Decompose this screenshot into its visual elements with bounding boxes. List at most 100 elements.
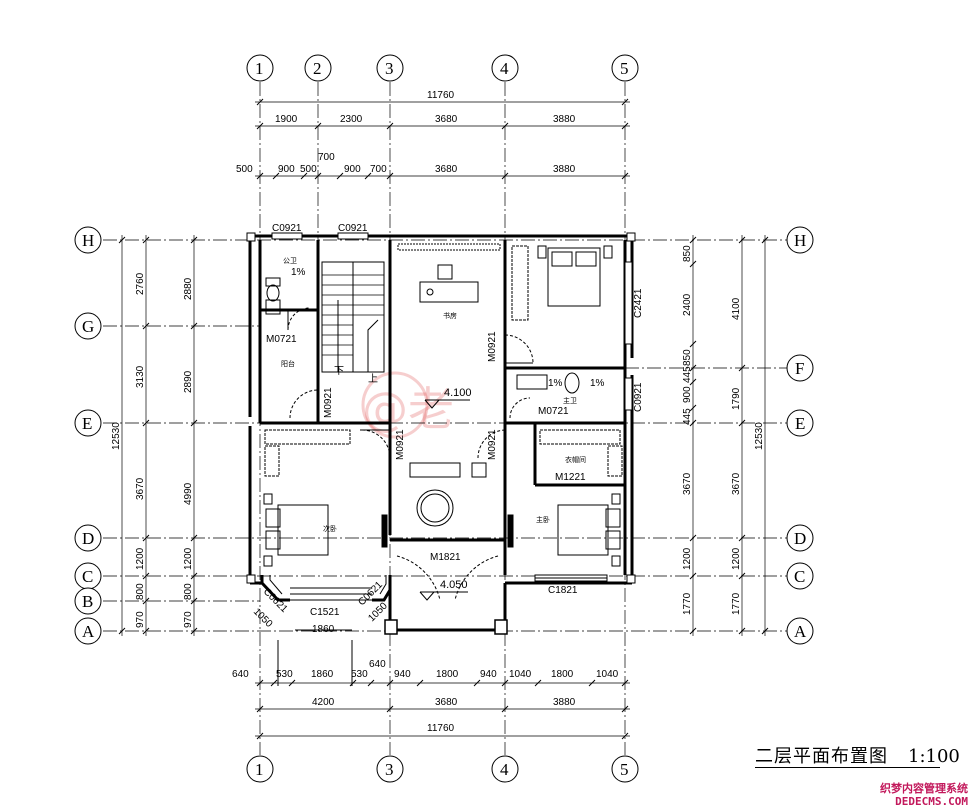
dim-bottom-9: 1040 [509, 669, 532, 680]
dim-top-r2-3: 500 [300, 164, 317, 175]
axis-left-h: H [82, 231, 94, 250]
dim-left-r2-3: 4990 [183, 482, 194, 505]
dim-left-r2-5: 800 [183, 583, 194, 600]
room-labels: 公卫 阳台 书房 主卫 衣帽间 主卧 次卧 [281, 257, 586, 533]
room-bath-right: 主卫 [563, 396, 577, 405]
dim-top-r2-1: 500 [236, 164, 253, 175]
windows [271, 232, 633, 582]
axis-top-5: 5 [620, 59, 629, 78]
dim-bottom-r2-2: 3680 [435, 697, 458, 708]
grid-bubbles-left: H G E D C B A [74, 226, 102, 645]
watermark: @老 [361, 371, 454, 439]
watermark-text: @老 [362, 382, 454, 436]
door-m1821: M1821 [430, 552, 461, 563]
axis-bottom-4: 4 [500, 760, 509, 779]
staircase [321, 261, 385, 373]
dim-top-2: 2300 [340, 114, 363, 125]
right-dimensions: 850 2400 850 445 900 445 3670 1200 1770 … [682, 235, 769, 636]
dim-left-r1-3: 3670 [135, 477, 146, 500]
room-bath-left: 公卫 [283, 257, 297, 265]
axis-left-g: G [82, 317, 94, 336]
stair-up: 上 [368, 373, 378, 385]
dim-bottom-3: 1860 [311, 669, 334, 680]
door-m0921-c: M0921 [487, 331, 498, 362]
dim-top-1: 1900 [275, 114, 298, 125]
dim-bottom-total: 11760 [427, 723, 455, 734]
dim-bottom-7: 1800 [436, 669, 459, 680]
dim-right-r1-3: 850 [682, 349, 693, 366]
dim-right-r1-9: 1770 [682, 592, 693, 615]
room-balcony: 阳台 [281, 359, 295, 368]
axis-right-h: H [794, 231, 806, 250]
dim-1050-a: 1050 [251, 606, 275, 630]
dim-right-r2-4: 1200 [731, 547, 742, 570]
dim-top-r2-8: 3880 [553, 164, 576, 175]
door-m0721-b: M0721 [538, 406, 569, 417]
dim-right-r2-3: 3670 [731, 472, 742, 495]
dim-bottom-4: 530 [351, 669, 368, 680]
room-closet: 衣帽间 [565, 455, 586, 464]
bottom-dimensions: 1860 640 530 1860 530 640 940 1800 940 1… [232, 624, 630, 740]
dim-bottom-r2-1: 4200 [312, 697, 335, 708]
axis-right-e: E [795, 414, 805, 433]
axis-left-a: A [82, 622, 95, 641]
dim-right-r2-2: 1790 [731, 387, 742, 410]
dim-top-total: 11760 [427, 90, 455, 101]
door-m1221: M1221 [555, 472, 586, 483]
top-dimensions: 11760 1900 2300 3680 3880 500 900 500 70… [236, 90, 630, 180]
axis-right-c: C [794, 567, 805, 586]
axis-left-c: C [82, 567, 93, 586]
dim-bottom-r2-3: 3880 [553, 697, 576, 708]
door-m0921-b: M0921 [395, 429, 406, 460]
dim-top-r2-5: 900 [344, 164, 361, 175]
axis-left-d: D [82, 529, 94, 548]
dim-right-r2-5: 1770 [731, 592, 742, 615]
axis-bottom-5: 5 [620, 760, 629, 779]
dim-bottom-6: 940 [394, 669, 411, 680]
dim-right-r1-5: 900 [682, 386, 693, 403]
dim-left-r2-4: 1200 [183, 547, 194, 570]
axis-bottom-1: 1 [255, 760, 264, 779]
logo-text-cn: 织梦内容管理系统 [880, 782, 968, 795]
horizontal-axis-lines [103, 239, 787, 632]
dim-top-r2-2: 900 [278, 164, 295, 175]
slope-a: 1% [291, 267, 306, 278]
dim-left-r1-1: 2760 [135, 272, 146, 295]
dim-left-r1-6: 970 [135, 611, 146, 628]
dim-top-r2-6: 700 [370, 164, 387, 175]
window-c2421: C2421 [633, 288, 644, 318]
axis-left-b: B [82, 592, 93, 611]
axis-top-2: 2 [313, 59, 322, 78]
dim-bottom-10: 1800 [551, 669, 574, 680]
dim-bottom-11: 1040 [596, 669, 619, 680]
grid-bubbles-right: H F E D C A [786, 226, 814, 645]
axis-top-3: 3 [385, 59, 394, 78]
axis-right-d: D [794, 529, 806, 548]
axis-top-1: 1 [255, 59, 264, 78]
window-c0921-c: C0921 [633, 382, 644, 412]
door-m0921-d: M0921 [487, 429, 498, 460]
dim-top-r2-7: 3680 [435, 164, 458, 175]
axis-top-4: 4 [500, 59, 509, 78]
dim-top-3: 3680 [435, 114, 458, 125]
elevation-upper: 4.100 [444, 387, 472, 399]
axis-right-a: A [794, 622, 807, 641]
room-study: 书房 [443, 311, 457, 320]
grid-bubbles-bottom: 1 3 4 5 [246, 755, 639, 783]
slope-c: 1% [590, 378, 605, 389]
title-underline [755, 767, 940, 768]
window-c0921-a: C0921 [272, 223, 302, 234]
elevation-lower: 4.050 [440, 579, 468, 591]
window-c1821: C1821 [548, 585, 578, 596]
room-second-bed: 次卧 [323, 524, 337, 533]
dim-bottom-2: 530 [276, 669, 293, 680]
dim-left-r2-2: 2890 [183, 370, 194, 393]
window-c1521: C1521 [310, 607, 340, 618]
drawing-scale: 1:100 [908, 746, 960, 767]
dim-top-4: 3880 [553, 114, 576, 125]
dim-right-outer: 12530 [754, 422, 765, 450]
left-dimensions: 12530 2760 3130 3670 1200 800 970 2880 2… [111, 235, 198, 636]
dim-left-r1-2: 3130 [135, 365, 146, 388]
